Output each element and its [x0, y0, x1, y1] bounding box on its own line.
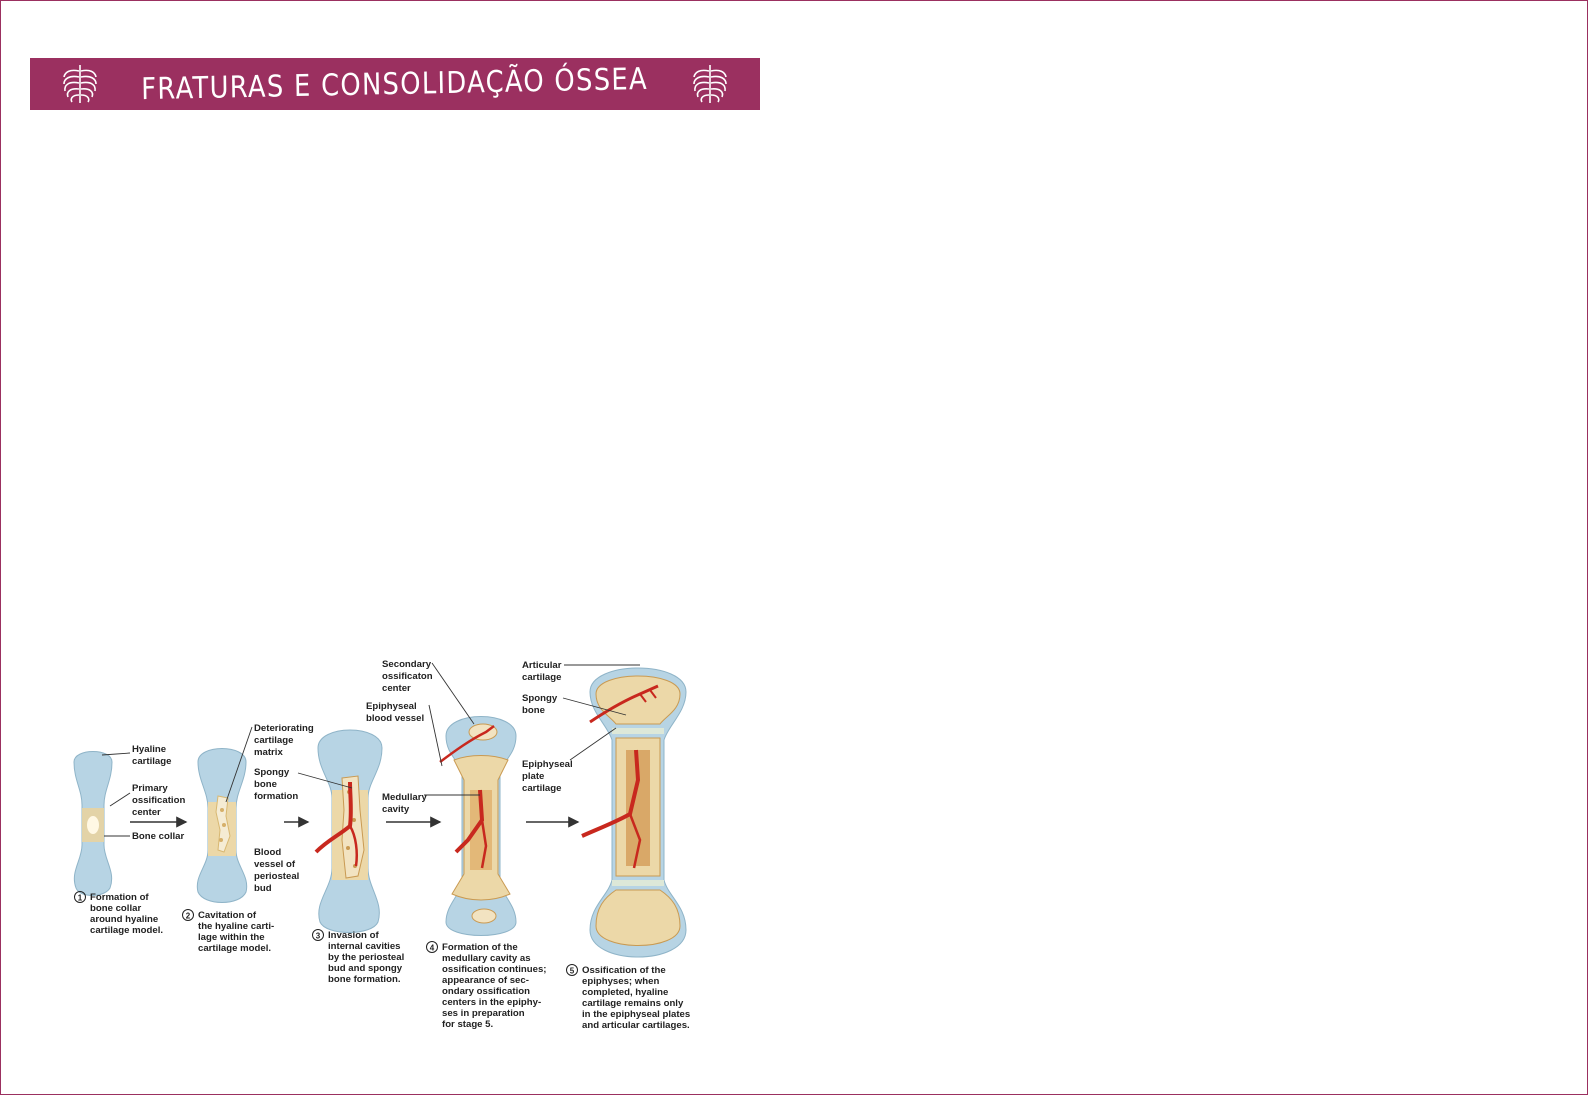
label-secondary-ossification-center: Secondary ossificaton center: [382, 659, 435, 694]
stage-1-bone: [74, 752, 112, 896]
page-title: Fraturas e consolidação óssea: [141, 61, 648, 106]
caption-stage-3: 3 Invasion of internal cavities by the p…: [313, 930, 407, 986]
svg-text:Formation of bone collar: Formation of bone collar around hyaline …: [90, 892, 163, 936]
caption-stage-1: 1 Formation of bone collar around hyalin…: [75, 892, 164, 937]
label-primary-ossification-center: Primary ossification center: [132, 783, 188, 818]
label-hyaline-cartilage: Hyaline cartilage: [132, 744, 171, 767]
label-blood-vessel-periosteal-bud: Blood vessel of periosteal bud: [254, 847, 302, 894]
label-epiphyseal-blood-vessel: Epiphyseal blood vessel: [366, 701, 424, 724]
label-spongy-bone: Spongy bone: [522, 693, 560, 716]
svg-text:3: 3: [316, 932, 321, 941]
stage-3-bone: [316, 730, 382, 933]
endochondral-ossification-figure: Hyaline cartilage Primary ossification c…: [60, 640, 720, 1050]
stage-4-bone: [440, 717, 516, 936]
label-medullary-cavity: Medullary cavity: [382, 792, 429, 815]
stage-5-bone: [582, 668, 686, 957]
svg-text:1: 1: [78, 894, 83, 903]
svg-text:4: 4: [430, 944, 435, 953]
svg-text:Cavitation of the hyalin: Cavitation of the hyaline carti- lage wi…: [198, 910, 277, 954]
ribcage-icon: [690, 63, 730, 107]
svg-text:Ossification of the epip: Ossification of the epiphyses; when comp…: [582, 965, 693, 1031]
stage-2-bone: [197, 749, 246, 903]
title-banner: Fraturas e consolidação óssea: [30, 58, 760, 110]
label-deteriorating-cartilage-matrix: Deteriorating cartilage matrix: [254, 723, 316, 758]
caption-stage-4: 4 Formation of the medullary cavity as o…: [427, 942, 550, 1031]
svg-text:Invasion of internal cav: Invasion of internal cavities by the per…: [328, 930, 407, 985]
svg-text:5: 5: [570, 967, 575, 976]
svg-text:Formation of the medulla: Formation of the medullary cavity as oss…: [442, 942, 549, 1030]
caption-stage-5: 5 Ossification of the epiphyses; when co…: [567, 965, 693, 1032]
ribcage-icon: [60, 63, 100, 107]
label-epiphyseal-plate-cartilage: Epiphyseal plate cartilage: [522, 759, 575, 794]
label-bone-collar: Bone collar: [132, 831, 185, 842]
label-spongy-bone-formation: Spongy bone formation: [254, 767, 298, 802]
label-articular-cartilage: Articular cartilage: [522, 660, 564, 683]
caption-stage-2: 2 Cavitation of the hyaline carti- lage …: [183, 910, 277, 955]
svg-text:2: 2: [186, 912, 191, 921]
